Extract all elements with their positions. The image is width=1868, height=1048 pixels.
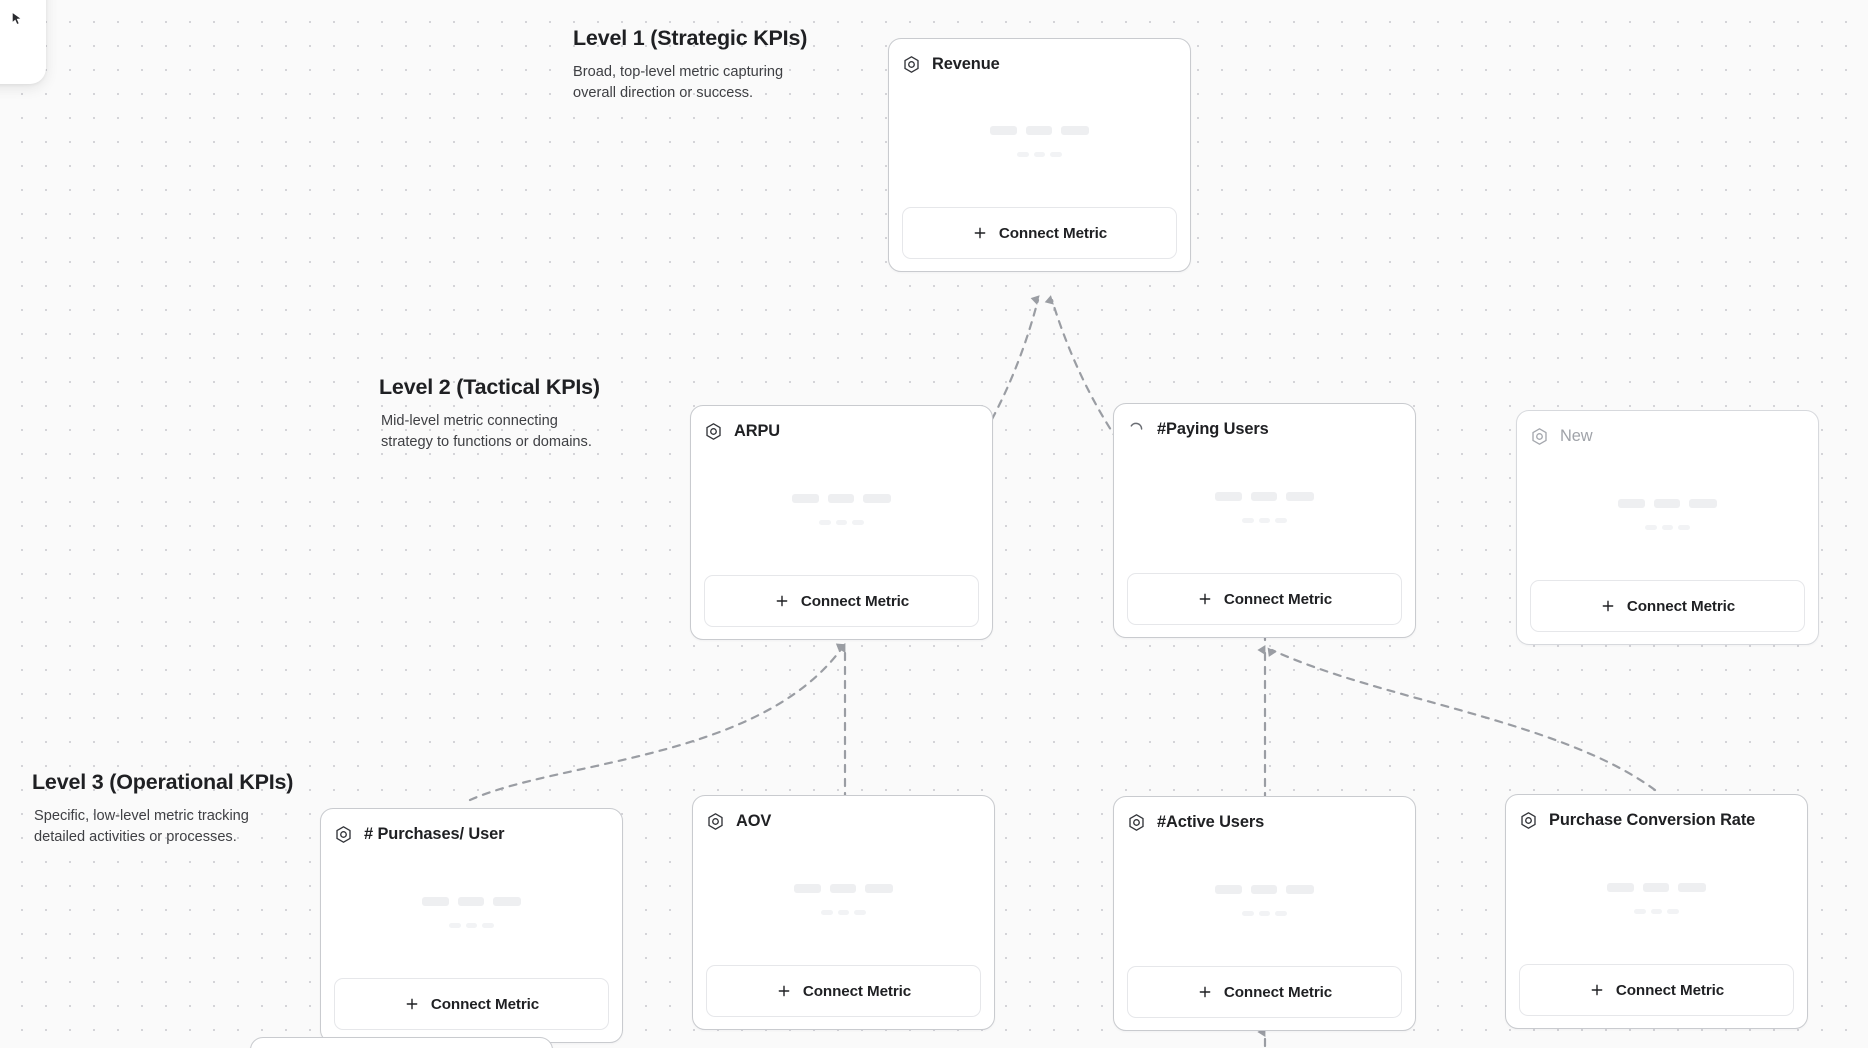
card-placeholder-body bbox=[1530, 448, 1805, 580]
plus-icon bbox=[1197, 984, 1213, 1000]
plus-icon bbox=[1589, 982, 1605, 998]
connect-metric-button[interactable]: Connect Metric bbox=[704, 575, 979, 627]
card-title: #Paying Users bbox=[1157, 419, 1269, 438]
connect-metric-label: Connect Metric bbox=[800, 592, 910, 610]
level-1-label-block: Level 1 (Strategic KPIs) Broad, top-leve… bbox=[573, 26, 807, 103]
hexagon-metric-icon bbox=[334, 825, 353, 844]
skeleton-row-primary bbox=[794, 883, 893, 893]
plus-icon bbox=[776, 983, 792, 999]
connect-metric-label: Connect Metric bbox=[1626, 597, 1736, 615]
floating-toolbar-panel[interactable] bbox=[0, 0, 46, 84]
card-placeholder-body bbox=[334, 846, 609, 978]
card-header: #Paying Users bbox=[1127, 417, 1402, 441]
card-title: New bbox=[1560, 426, 1593, 445]
skeleton-row-secondary bbox=[819, 519, 864, 525]
metric-card-purchases-per-user[interactable]: # Purchases/ User Connect Metric bbox=[320, 808, 623, 1043]
card-title: AOV bbox=[736, 811, 772, 830]
connect-metric-button[interactable]: Connect Metric bbox=[706, 965, 981, 1017]
connect-metric-button[interactable]: Connect Metric bbox=[902, 207, 1177, 259]
card-placeholder-body bbox=[1127, 834, 1402, 966]
connect-metric-button[interactable]: Connect Metric bbox=[1127, 573, 1402, 625]
level-2-description: Mid-level metric connecting strategy to … bbox=[381, 413, 592, 450]
skeleton-row-secondary bbox=[1242, 910, 1287, 916]
skeleton-row-secondary bbox=[1017, 152, 1062, 157]
skeleton-row-secondary bbox=[1645, 524, 1690, 530]
metric-card-new[interactable]: New Connect Metric bbox=[1516, 410, 1819, 645]
connect-metric-label: Connect Metric bbox=[998, 224, 1108, 242]
level-3-title: Level 3 (Operational KPIs) bbox=[32, 770, 294, 794]
level-1-title: Level 1 (Strategic KPIs) bbox=[573, 26, 808, 50]
skeleton-row-primary bbox=[792, 493, 891, 503]
card-header: New bbox=[1530, 424, 1805, 448]
hexagon-metric-icon bbox=[1127, 813, 1146, 832]
metric-card-purchase-conversion-rate[interactable]: Purchase Conversion Rate Connect Metric bbox=[1505, 794, 1808, 1029]
card-header: AOV bbox=[706, 809, 981, 833]
connect-metric-label: Connect Metric bbox=[1223, 590, 1333, 608]
card-header: Revenue bbox=[902, 52, 1177, 76]
connect-metric-button[interactable]: Connect Metric bbox=[1127, 966, 1402, 1018]
skeleton-row-primary bbox=[1618, 498, 1717, 508]
level-2-label-block: Level 2 (Tactical KPIs) Mid-level metric… bbox=[379, 375, 603, 452]
plus-icon bbox=[1197, 591, 1213, 607]
hexagon-metric-icon bbox=[704, 422, 723, 441]
card-header: ARPU bbox=[704, 419, 979, 443]
hexagon-metric-icon bbox=[1519, 811, 1538, 830]
card-header: #Active Users bbox=[1127, 810, 1402, 834]
skeleton-row-secondary bbox=[449, 922, 494, 928]
hexagon-metric-icon bbox=[1530, 427, 1549, 446]
level-1-description: Broad, top-level metric capturing overal… bbox=[573, 64, 784, 101]
plus-icon bbox=[1600, 598, 1616, 614]
skeleton-row-primary bbox=[422, 896, 521, 906]
plus-icon bbox=[404, 996, 420, 1012]
card-header: Purchase Conversion Rate bbox=[1519, 808, 1794, 832]
card-header: # Purchases/ User bbox=[334, 822, 609, 846]
card-title: # Purchases/ User bbox=[364, 824, 505, 843]
metric-card-offscreen-bottom[interactable] bbox=[250, 1037, 553, 1048]
skeleton-row-primary bbox=[1607, 882, 1706, 892]
skeleton-row-primary bbox=[1215, 491, 1314, 501]
connect-metric-button[interactable]: Connect Metric bbox=[1519, 964, 1794, 1016]
metric-card-revenue[interactable]: Revenue Connect Metric bbox=[888, 38, 1191, 272]
loading-spinner-icon bbox=[1127, 420, 1146, 439]
skeleton-row-primary bbox=[990, 126, 1089, 135]
card-placeholder-body bbox=[704, 443, 979, 575]
connect-metric-label: Connect Metric bbox=[1615, 981, 1725, 999]
plus-icon bbox=[972, 225, 988, 241]
skeleton-row-secondary bbox=[821, 909, 866, 915]
level-3-description: Specific, low-level metric tracking deta… bbox=[34, 808, 249, 845]
metric-card-active-users[interactable]: #Active Users Connect Metric bbox=[1113, 796, 1416, 1031]
metric-card-aov[interactable]: AOV Connect Metric bbox=[692, 795, 995, 1030]
skeleton-row-primary bbox=[1215, 884, 1314, 894]
hexagon-metric-icon bbox=[902, 55, 921, 74]
connect-metric-button[interactable]: Connect Metric bbox=[334, 978, 609, 1030]
level-2-title: Level 2 (Tactical KPIs) bbox=[379, 375, 600, 399]
card-placeholder-body bbox=[1127, 441, 1402, 573]
skeleton-row-secondary bbox=[1242, 517, 1287, 523]
connect-metric-button[interactable]: Connect Metric bbox=[1530, 580, 1805, 632]
cursor-pointer-icon bbox=[10, 12, 23, 25]
card-placeholder-body bbox=[706, 833, 981, 965]
card-placeholder-body bbox=[902, 76, 1177, 207]
card-title: #Active Users bbox=[1157, 812, 1265, 831]
card-title: Purchase Conversion Rate bbox=[1549, 810, 1756, 829]
plus-icon bbox=[774, 593, 790, 609]
connect-metric-label: Connect Metric bbox=[802, 982, 912, 1000]
metric-card-paying-users[interactable]: #Paying Users Connect Metric bbox=[1113, 403, 1416, 638]
card-placeholder-body bbox=[1519, 832, 1794, 964]
hexagon-metric-icon bbox=[706, 812, 725, 831]
skeleton-row-secondary bbox=[1634, 908, 1679, 914]
connect-metric-label: Connect Metric bbox=[430, 995, 540, 1013]
card-title: ARPU bbox=[734, 421, 781, 440]
card-title: Revenue bbox=[932, 54, 1000, 73]
metric-card-arpu[interactable]: ARPU Connect Metric bbox=[690, 405, 993, 640]
level-3-label-block: Level 3 (Operational KPIs) Specific, low… bbox=[32, 770, 293, 847]
connect-metric-label: Connect Metric bbox=[1223, 983, 1333, 1001]
